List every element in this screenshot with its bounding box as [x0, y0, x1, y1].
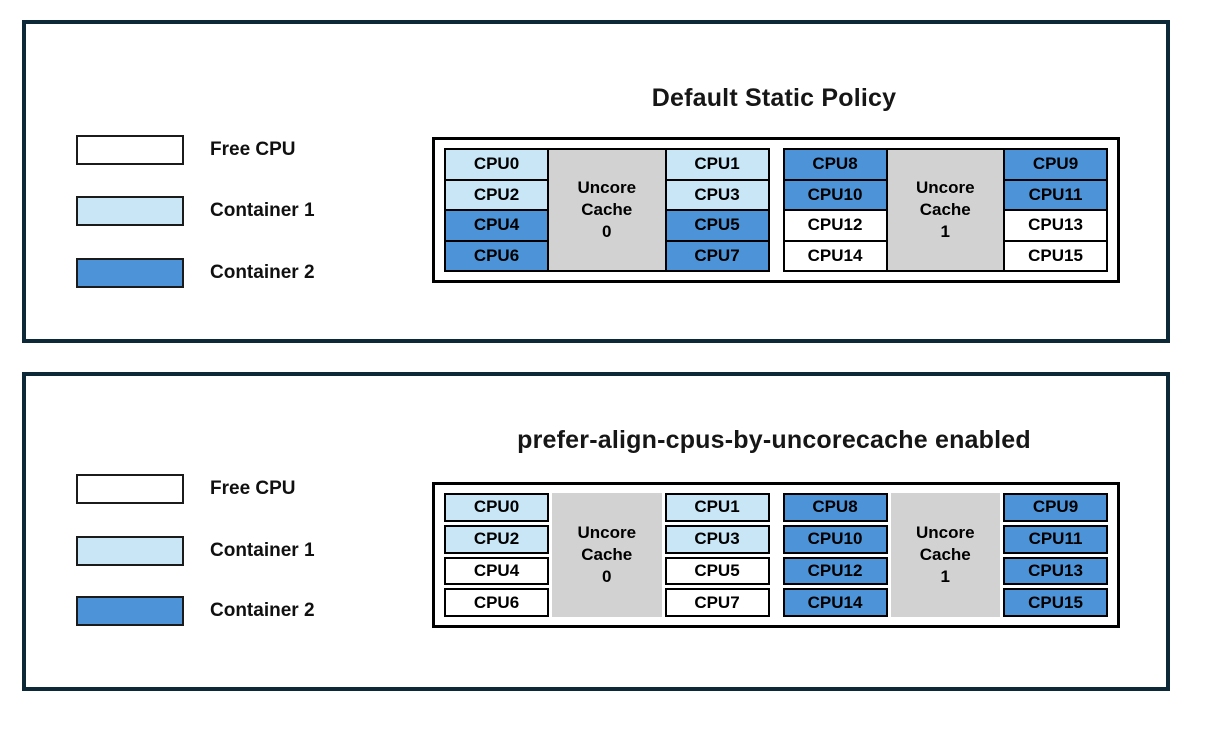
cpu-cell: CPU15: [1003, 239, 1108, 272]
cache-label-line: Cache: [581, 545, 633, 565]
legend-item-free-cpu: Free CPU: [76, 135, 296, 165]
legend-label: Free CPU: [210, 478, 296, 499]
cpu-column-right: CPU9 CPU11 CPU13 CPU15: [1003, 493, 1108, 617]
cpu-cell: CPU8: [782, 148, 888, 181]
cpu-column-right: CPU1 CPU3 CPU5 CPU7: [664, 493, 770, 617]
legend-item-free-cpu: Free CPU: [76, 474, 296, 504]
cpu-column-left: CPU8 CPU10 CPU12 CPU14: [782, 148, 888, 272]
cpu-column-left: CPU8 CPU10 CPU12 CPU14: [782, 493, 888, 617]
legend-label: Free CPU: [210, 139, 296, 160]
legend-swatch-container-2: [76, 258, 184, 288]
uncore-cache-1-group: CPU8 CPU10 CPU12 CPU14 Uncore Cache 1 CP…: [782, 148, 1108, 272]
uncore-cache-0-group: CPU0 CPU2 CPU4 CPU6 Uncore Cache 0 CPU1 …: [444, 148, 770, 272]
cpu-cell: CPU0: [444, 493, 549, 522]
cpu-cell: CPU5: [664, 556, 770, 586]
cpu-cell: CPU13: [1003, 209, 1108, 242]
uncore-cache-0-group: CPU0 CPU2 CPU4 CPU6 Uncore Cache 0 CPU1 …: [444, 493, 770, 617]
cpu-topology-diagram: CPU0 CPU2 CPU4 CPU6 Uncore Cache 0 CPU1 …: [432, 137, 1120, 283]
cpu-cell: CPU3: [664, 524, 770, 554]
legend-label: Container 1: [210, 200, 315, 221]
cache-label-line: 0: [602, 221, 612, 241]
cpu-column-left: CPU0 CPU2 CPU4 CPU6: [444, 148, 549, 272]
cache-label-line: Cache: [581, 200, 633, 220]
legend-swatch-container-2: [76, 596, 184, 626]
cpu-cell: CPU1: [664, 493, 770, 522]
cpu-cell: CPU12: [782, 556, 888, 586]
cpu-cell: CPU11: [1003, 524, 1108, 554]
cpu-column-right: CPU9 CPU11 CPU13 CPU15: [1003, 148, 1108, 272]
cache-label-line: Uncore: [577, 178, 637, 198]
cpu-cell: CPU6: [444, 239, 549, 272]
cpu-topology-diagram: CPU0 CPU2 CPU4 CPU6 Uncore Cache 0 CPU1 …: [432, 482, 1120, 628]
legend-swatch-container-1: [76, 536, 184, 566]
cpu-cell: CPU14: [782, 588, 888, 617]
cpu-cell: CPU5: [664, 209, 770, 242]
legend-label: Container 2: [210, 262, 315, 283]
panel-prefer-align-enabled: prefer-align-cpus-by-uncorecache enabled…: [22, 372, 1170, 691]
uncore-cache-0-box: Uncore Cache 0: [547, 148, 667, 272]
uncore-cache-1-group: CPU8 CPU10 CPU12 CPU14 Uncore Cache 1 CP…: [782, 493, 1108, 617]
cache-label-line: Cache: [919, 545, 971, 565]
cpu-column-left: CPU0 CPU2 CPU4 CPU6: [444, 493, 549, 617]
cpu-cell: CPU13: [1003, 556, 1108, 586]
cpu-cell: CPU1: [664, 148, 770, 181]
legend-item-container-2: Container 2: [76, 596, 315, 626]
cpu-cell: CPU15: [1003, 588, 1108, 617]
cpu-cell: CPU7: [664, 239, 770, 272]
cache-label-line: 0: [602, 566, 612, 586]
legend-swatch-container-1: [76, 196, 184, 226]
cpu-cell: CPU12: [782, 209, 888, 242]
cpu-cell: CPU8: [782, 493, 888, 522]
cache-label-line: Cache: [919, 200, 971, 220]
legend-item-container-2: Container 2: [76, 258, 315, 288]
cpu-cell: CPU2: [444, 524, 549, 554]
legend-swatch-free-cpu: [76, 135, 184, 165]
legend-label: Container 2: [210, 600, 315, 621]
panel-title: prefer-align-cpus-by-uncorecache enabled: [517, 426, 1031, 454]
cpu-cell: CPU4: [444, 556, 549, 586]
cpu-cell: CPU4: [444, 209, 549, 242]
cache-label-line: Uncore: [577, 523, 637, 543]
cpu-cell: CPU9: [1003, 148, 1108, 181]
uncore-cache-0-box: Uncore Cache 0: [552, 493, 662, 617]
cpu-cell: CPU11: [1003, 178, 1108, 211]
legend-item-container-1: Container 1: [76, 536, 315, 566]
cpu-cell: CPU2: [444, 178, 549, 211]
cpu-column-right: CPU1 CPU3 CPU5 CPU7: [664, 148, 770, 272]
cpu-cell: CPU9: [1003, 493, 1108, 522]
cpu-cell: CPU10: [782, 524, 888, 554]
cpu-cell: CPU14: [782, 239, 888, 272]
cache-label-line: Uncore: [915, 523, 975, 543]
cpu-cell: CPU6: [444, 588, 549, 617]
legend-swatch-free-cpu: [76, 474, 184, 504]
cpu-cell: CPU0: [444, 148, 549, 181]
cpu-cell: CPU10: [782, 178, 888, 211]
panel-title: Default Static Policy: [651, 84, 897, 112]
cpu-cell: CPU7: [664, 588, 770, 617]
uncore-cache-1-box: Uncore Cache 1: [885, 148, 1005, 272]
cache-label-line: Uncore: [915, 178, 975, 198]
cache-label-line: 1: [940, 221, 950, 241]
panel-default-static-policy: Default Static Policy Free CPU Container…: [22, 20, 1170, 343]
cache-label-line: 1: [940, 566, 950, 586]
uncore-cache-1-box: Uncore Cache 1: [890, 493, 1000, 617]
cpu-cell: CPU3: [664, 178, 770, 211]
legend-item-container-1: Container 1: [76, 196, 315, 226]
legend-label: Container 1: [210, 540, 315, 561]
